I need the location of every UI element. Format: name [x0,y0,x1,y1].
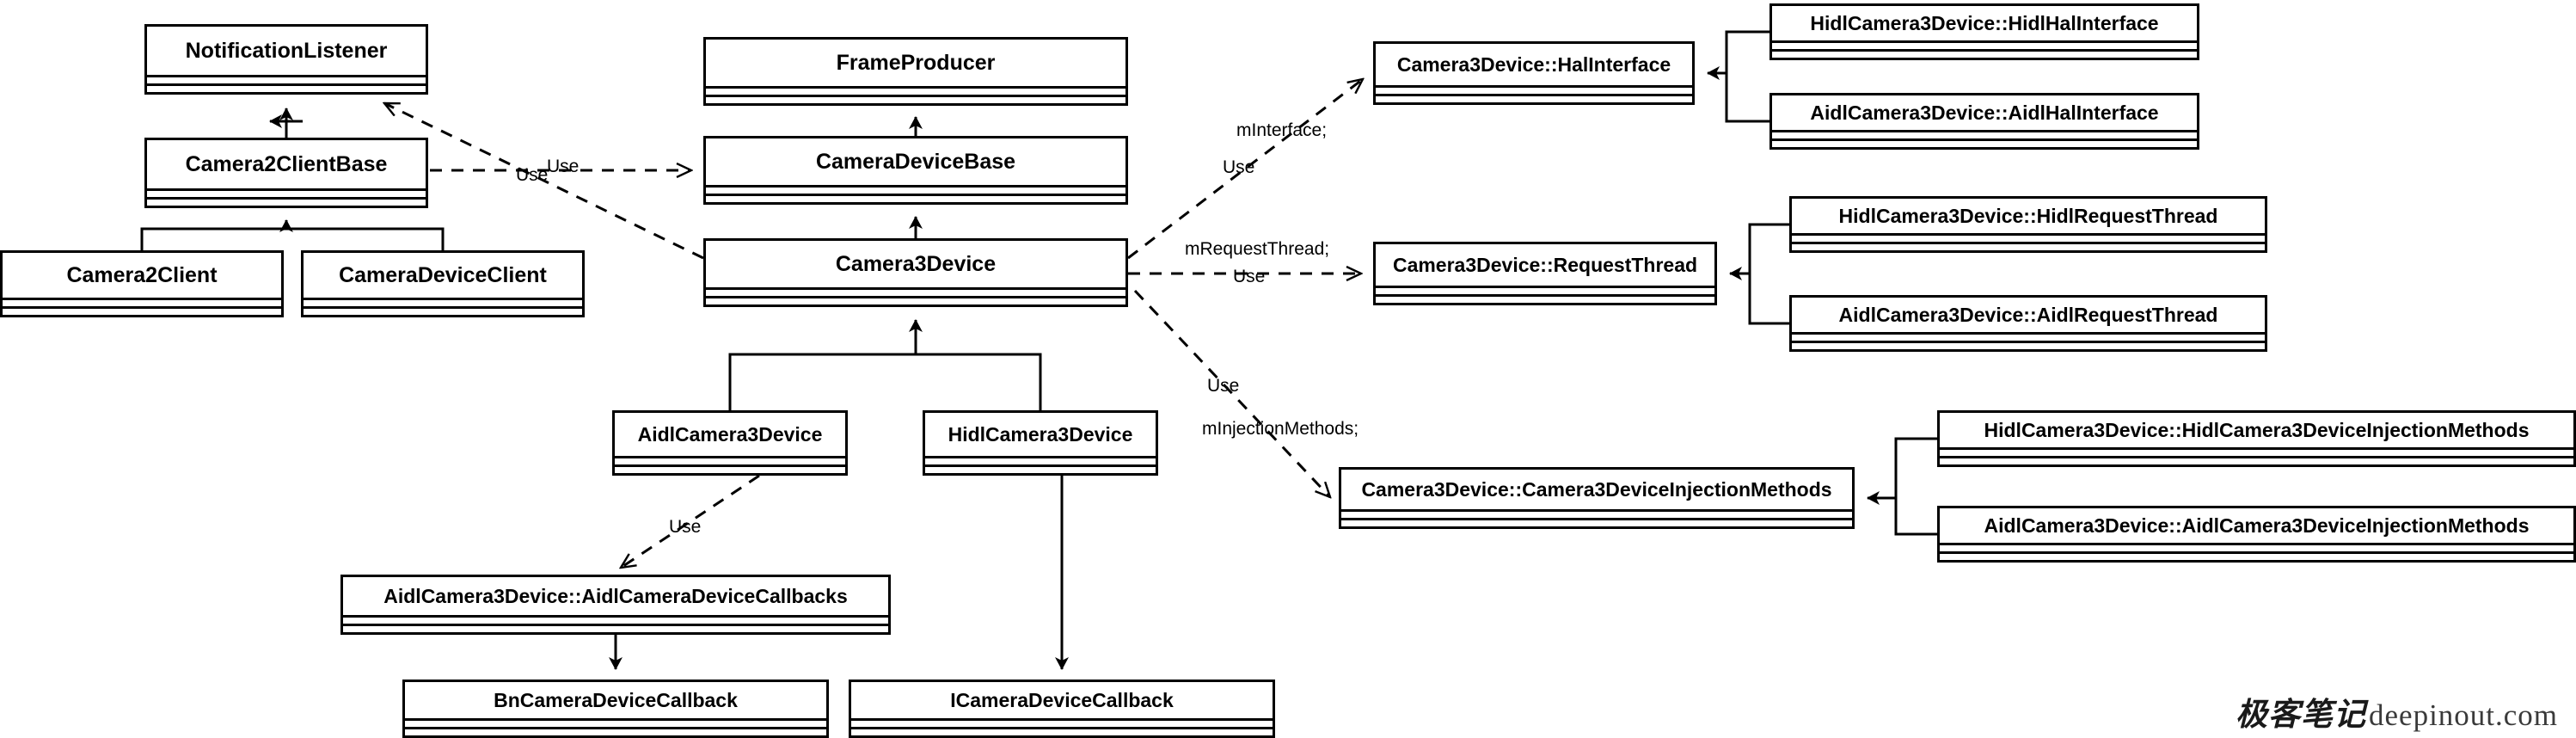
class-attributes-compartment [405,718,826,727]
class-box-hidlrequestthread[interactable]: HidlCamera3Device::HidlRequestThread [1789,196,2267,253]
class-name-cameradeviceclient: CameraDeviceClient [339,262,547,287]
class-box-requestthread[interactable]: Camera3Device::RequestThread [1373,242,1717,305]
class-attributes-compartment [706,185,1125,194]
class-name-hidlhalinterface: HidlCamera3Device::HidlHalInterface [1810,11,2159,34]
edge-label-use-hal: Use [1223,157,1255,177]
class-operations-compartment [1940,551,2573,560]
class-operations-compartment [1792,341,2265,349]
class-operations-compartment [1376,94,1692,102]
class-name-notification-listener: NotificationListener [185,38,388,63]
class-name-camera2clientbase: Camera2ClientBase [185,151,388,176]
class-operations-compartment [147,83,426,92]
class-attributes-compartment [1940,543,2573,551]
class-box-frameproducer[interactable]: FrameProducer [703,37,1128,106]
class-name-camera2client: Camera2Client [66,262,218,287]
class-box-cameradeviceclient[interactable]: CameraDeviceClient [301,250,585,317]
class-attributes-compartment [1940,447,2573,456]
class-operations-compartment [1792,242,2265,250]
class-box-halinterface[interactable]: Camera3Device::HalInterface [1373,41,1695,105]
class-attributes-compartment [1376,85,1692,94]
class-name-hidlinjectionmethods: HidlCamera3Device::HidlCamera3DeviceInje… [1984,418,2530,441]
class-name-aidlinjectionmethods: AidlCamera3Device::AidlCamera3DeviceInje… [1984,514,2530,537]
class-operations-compartment [1376,294,1714,303]
class-operations-compartment [925,464,1156,473]
class-box-bncameradevicecallback[interactable]: BnCameraDeviceCallback [402,680,829,738]
class-name-halinterface: Camera3Device::HalInterface [1396,52,1671,76]
class-operations-compartment [1341,518,1852,526]
class-box-aidlcamera3device[interactable]: AidlCamera3Device [612,410,848,476]
class-operations-compartment [405,727,826,735]
class-operations-compartment [3,306,281,315]
class-name-bncameradevicecallback: BnCameraDeviceCallback [494,688,738,711]
class-attributes-compartment [706,287,1125,296]
class-box-aidlrequestthread[interactable]: AidlCamera3Device::AidlRequestThread [1789,295,2267,352]
class-name-frameproducer: FrameProducer [836,50,996,75]
class-box-aidlcameradevicecallbacks[interactable]: AidlCamera3Device::AidlCameraDeviceCallb… [340,575,891,635]
class-attributes-compartment [1772,130,2197,138]
class-operations-compartment [706,95,1125,103]
class-box-notification-listener[interactable]: NotificationListener [144,24,428,95]
class-box-aidlhalinterface[interactable]: AidlCamera3Device::AidlHalInterface [1769,93,2199,150]
class-attributes-compartment [1772,40,2197,49]
class-name-cameradevicebase: CameraDeviceBase [815,149,1016,174]
watermark-en-text: deepinout.com [2369,698,2559,732]
class-operations-compartment [147,197,426,206]
class-operations-compartment [706,194,1125,202]
class-box-hidlinjectionmethods[interactable]: HidlCamera3Device::HidlCamera3DeviceInje… [1937,410,2576,467]
class-attributes-compartment [343,615,888,624]
watermark: 极客笔记 deepinout.com [2236,688,2558,735]
class-operations-compartment [343,624,888,632]
class-attributes-compartment [147,188,426,197]
edge-label-mrequestthread: mRequestThread; [1185,239,1330,259]
class-operations-compartment [615,464,845,473]
class-name-injectionmethods: Camera3Device::Camera3DeviceInjectionMet… [1361,477,1832,501]
class-attributes-compartment [1792,233,2265,242]
class-operations-compartment [1940,456,2573,464]
watermark-cn-text: 极客笔记 [2236,696,2366,733]
class-box-injectionmethods[interactable]: Camera3Device::Camera3DeviceInjectionMet… [1339,467,1855,529]
edge-label-minterface: mInterface; [1236,120,1328,140]
class-box-camera3device[interactable]: Camera3Device [703,238,1128,307]
class-name-camera3device: Camera3Device [835,251,997,276]
class-operations-compartment [1772,138,2197,147]
class-name-icameradevicecallback: ICameraDeviceCallback [950,688,1174,711]
edge-label-use-callbacks: Use [669,517,702,537]
class-attributes-compartment [1792,332,2265,341]
class-operations-compartment [1772,49,2197,58]
class-name-aidlhalinterface: AidlCamera3Device::AidlHalInterface [1810,101,2159,124]
class-name-requestthread: Camera3Device::RequestThread [1392,253,1698,276]
class-operations-compartment [304,306,582,315]
edge-label-use-request: Use [1233,267,1266,286]
class-box-cameradevicebase[interactable]: CameraDeviceBase [703,136,1128,205]
class-name-hidlrequestthread: HidlCamera3Device::HidlRequestThread [1838,204,2218,227]
class-name-aidlcamera3device: AidlCamera3Device [637,422,823,446]
class-attributes-compartment [304,298,582,306]
edge-label-use-injection: Use [1207,376,1240,396]
class-operations-compartment [851,727,1273,735]
class-name-hidlcamera3device: HidlCamera3Device [948,422,1133,446]
class-box-icameradevicecallback[interactable]: ICameraDeviceCallback [849,680,1275,738]
edge-label-use-left-2: Use [547,157,580,176]
class-attributes-compartment [1376,286,1714,294]
class-box-hidlcamera3device[interactable]: HidlCamera3Device [923,410,1158,476]
class-box-camera2client[interactable]: Camera2Client [0,250,284,317]
class-name-aidlrequestthread: AidlCamera3Device::AidlRequestThread [1838,303,2218,326]
class-attributes-compartment [615,456,845,464]
class-box-camera2clientbase[interactable]: Camera2ClientBase [144,138,428,208]
class-attributes-compartment [925,456,1156,464]
class-attributes-compartment [1341,509,1852,518]
edge-label-minjectionmethods: mInjectionMethods; [1202,419,1359,439]
class-attributes-compartment [706,86,1125,95]
class-attributes-compartment [3,298,281,306]
class-attributes-compartment [851,718,1273,727]
class-box-hidlhalinterface[interactable]: HidlCamera3Device::HidlHalInterface [1769,3,2199,60]
class-box-aidlinjectionmethods[interactable]: AidlCamera3Device::AidlCamera3DeviceInje… [1937,506,2576,563]
class-attributes-compartment [147,75,426,83]
class-name-aidlcameradevicecallbacks: AidlCamera3Device::AidlCameraDeviceCallb… [383,584,848,607]
class-operations-compartment [706,296,1125,304]
edge-label-use-left-1: Use [516,165,549,185]
